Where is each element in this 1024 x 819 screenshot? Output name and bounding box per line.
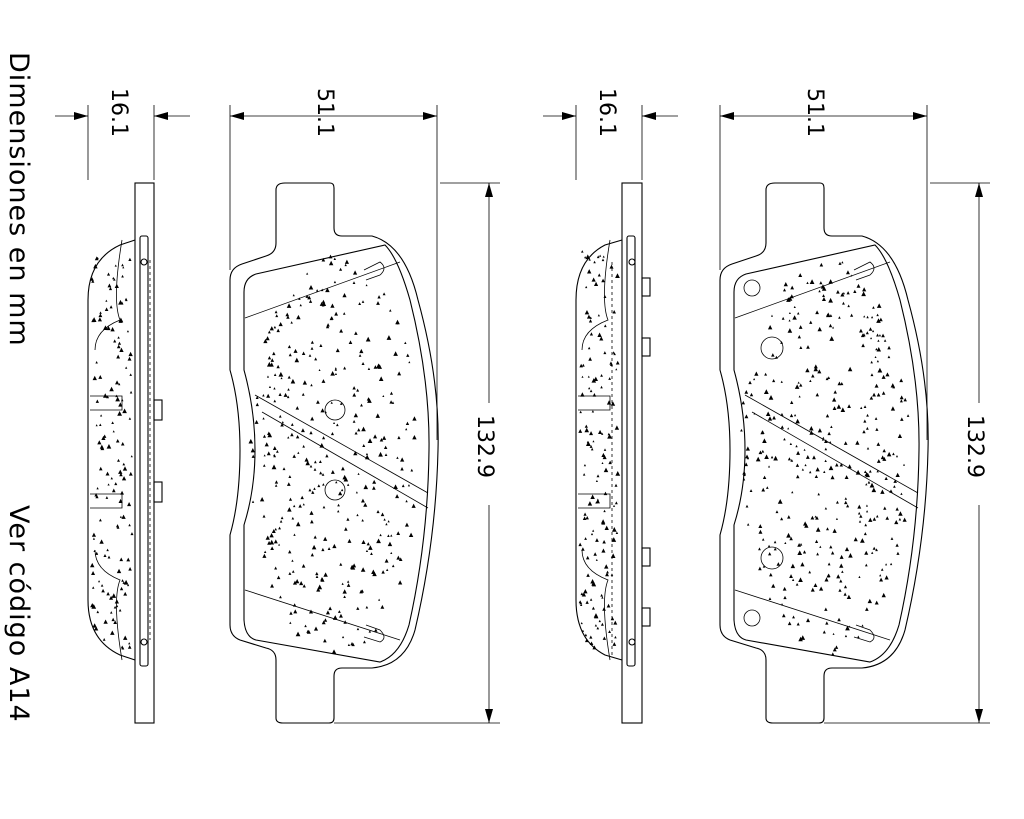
height-label-2: 132.9 [962,415,987,478]
front-face-1 [229,182,439,724]
friction-texture [578,250,621,650]
thickness-dimension-1: 16.1 [55,88,190,180]
height-dimension-1: 132.9 [334,182,500,724]
view-2: 16.1 51.1 [543,88,990,724]
width-dimension-2: 51.1 [719,88,928,440]
thickness-label-2: 16.1 [594,88,619,137]
width-label-2: 51.1 [802,88,827,137]
friction-texture [740,261,910,656]
side-profile-1 [87,182,163,724]
thickness-label-1: 16.1 [106,88,131,137]
thickness-dimension-2: 16.1 [543,88,678,180]
units-note: Dimensiones en mm [3,52,34,347]
width-label-1: 51.1 [312,88,337,137]
height-label-1: 132.9 [472,415,497,478]
height-dimension-2: 132.9 [824,182,990,724]
width-dimension-1: 51.1 [229,88,438,440]
friction-texture [248,254,417,654]
front-face-2 [719,182,929,724]
view-1: 16.1 51.1 [55,88,500,724]
side-profile-2 [575,182,651,724]
friction-texture [90,256,134,650]
code-note: Ver código A14 [3,505,34,723]
